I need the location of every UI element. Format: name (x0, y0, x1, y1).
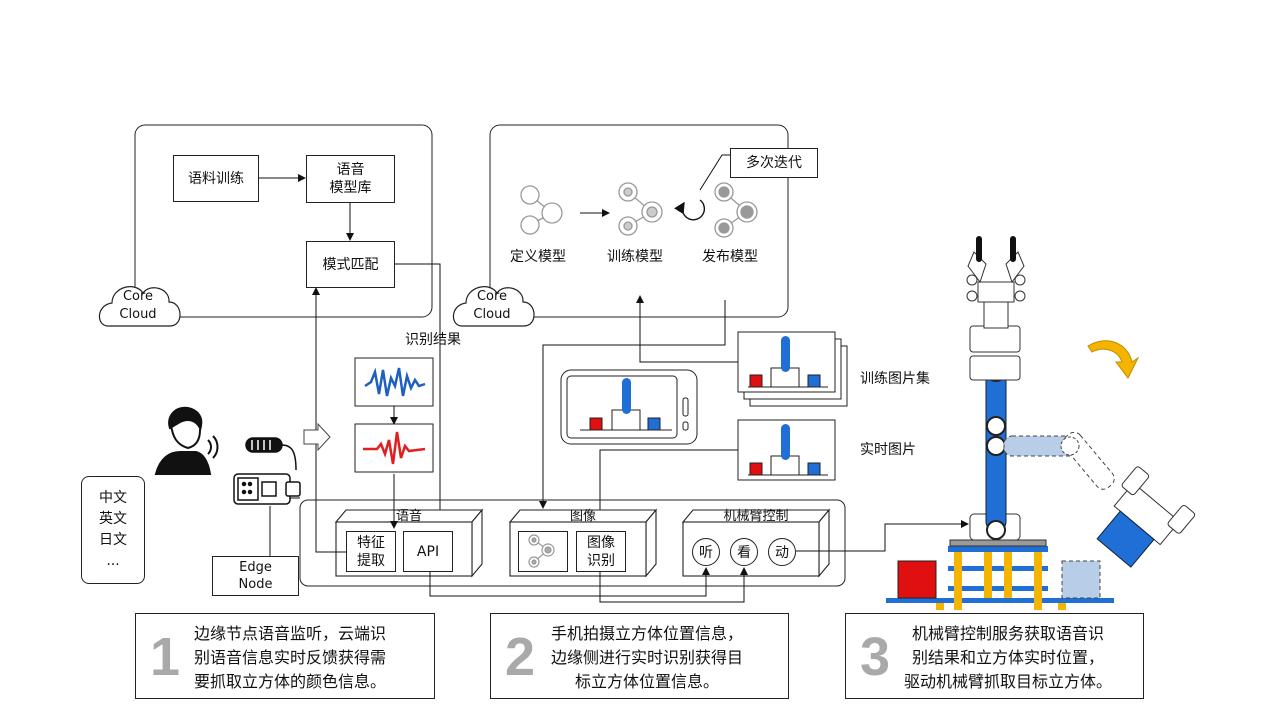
listen-node: 听 (692, 538, 720, 566)
api-label: API (416, 543, 440, 560)
step-line: 驱动机械臂抓取目标立方体。 (904, 672, 1113, 691)
core-cloud-label-right: Core Cloud (462, 288, 522, 324)
cloud-label-line: Core (122, 289, 154, 304)
step-line: 标立方体位置信息。 (575, 672, 720, 691)
step-number: 2 (505, 627, 536, 687)
step-1-card: 1 边缘节点语音监听，云端识 别语音信息实时反馈获得需 要抓取立方体的颜色信息。 (135, 613, 435, 699)
pattern-match-box: 模式匹配 (306, 241, 395, 288)
train-model-label: 训练模型 (607, 249, 663, 265)
image-model-box (518, 531, 568, 572)
waveform-red (363, 431, 426, 465)
language-list: 中文 英文 日文 ... (81, 476, 145, 584)
language-item: 中文 (99, 490, 127, 506)
microphone-icon (245, 437, 297, 471)
step-line: 别结果和立方体实时位置， (912, 648, 1105, 667)
publish-model-label: 发布模型 (702, 249, 758, 265)
person-icon (154, 406, 219, 475)
step-description: 机械臂控制服务获取语音识 别结果和立方体实时位置， 驱动机械臂抓取目标立方体。 (904, 622, 1112, 694)
corpus-training-box: 语料训练 (173, 155, 259, 202)
model-library-line: 语音 (336, 162, 365, 178)
edge-panel-frame (299, 499, 846, 587)
edge-node-line: Node (238, 577, 273, 592)
waveform-blue (364, 367, 426, 397)
step-line: 机械臂控制服务获取语音识 (912, 624, 1105, 643)
cloud-label-line: Core (476, 289, 508, 304)
corpus-training-label: 语料训练 (188, 170, 244, 187)
image-module-graph (528, 534, 555, 568)
define-model-graph (520, 185, 563, 235)
edge-node-box: Edge Node (212, 556, 299, 596)
rotation-arrow-icon (1087, 340, 1140, 379)
robot-arm (886, 236, 1196, 610)
image-recognition-line: 识别 (587, 552, 615, 569)
feature-extraction-line: 提取 (357, 552, 385, 569)
look-node: 看 (730, 538, 758, 566)
cloud-icon-right (452, 286, 535, 327)
vision-cloud-frame (489, 124, 789, 318)
step-line: 边缘节点语音监听，云端识 (194, 624, 387, 643)
train-model-graph (618, 182, 663, 236)
image-module-title: 图像 (569, 509, 596, 524)
step-line: 手机拍摄立方体位置信息， (551, 624, 744, 643)
iterate-box: 多次迭代 (730, 148, 818, 178)
language-item: ... (106, 553, 120, 569)
pattern-match-label: 模式匹配 (322, 256, 379, 273)
step-line: 要抓取立方体的颜色信息。 (194, 672, 387, 691)
publish-model-graph (714, 182, 758, 238)
define-model-label: 定义模型 (510, 249, 566, 265)
image-recognition-box: 图像 识别 (576, 531, 626, 572)
language-item: 英文 (99, 511, 127, 527)
input-arrow (303, 422, 331, 452)
model-library-box: 语音 模型库 (306, 155, 395, 203)
speech-module-title: 语音 (395, 509, 422, 524)
api-box: API (403, 531, 453, 572)
iterate-label: 多次迭代 (746, 155, 802, 171)
model-library-line: 模型库 (329, 180, 372, 196)
step-line: 边缘侧进行实时识别获得目 (551, 648, 744, 667)
core-cloud-label-left: Core Cloud (108, 288, 168, 324)
step-number: 3 (860, 627, 891, 687)
move-node: 动 (768, 538, 796, 566)
recognition-result-label: 识别结果 (405, 332, 461, 348)
edge-device-icon (233, 473, 301, 505)
feature-extraction-box: 特征 提取 (346, 531, 396, 572)
step-description: 手机拍摄立方体位置信息， 边缘侧进行实时识别获得目 标立方体位置信息。 (551, 622, 743, 694)
image-recognition-line: 图像 (587, 534, 615, 551)
step-3-card: 3 机械臂控制服务获取语音识 别结果和立方体实时位置， 驱动机械臂抓取目标立方体… (845, 613, 1144, 699)
arm-control-module-title: 机械臂控制 (723, 509, 789, 524)
realtime-image-label: 实时图片 (860, 442, 916, 458)
training-set-label: 训练图片集 (860, 371, 930, 387)
feature-extraction-line: 特征 (357, 534, 385, 551)
step-line: 别语音信息实时反馈获得需 (194, 648, 387, 667)
step-number: 1 (150, 627, 181, 687)
speech-cloud-frame (134, 124, 433, 318)
cloud-label-line: Cloud (473, 307, 511, 322)
cloud-icon-left (98, 286, 181, 327)
edge-node-line: Edge (239, 560, 272, 575)
language-item: 日文 (99, 532, 127, 548)
cloud-label-line: Cloud (119, 307, 157, 322)
step-description: 边缘节点语音监听，云端识 别语音信息实时反馈获得需 要抓取立方体的颜色信息。 (194, 622, 386, 694)
step-2-card: 2 手机拍摄立方体位置信息， 边缘侧进行实时识别获得目 标立方体位置信息。 (490, 613, 789, 699)
